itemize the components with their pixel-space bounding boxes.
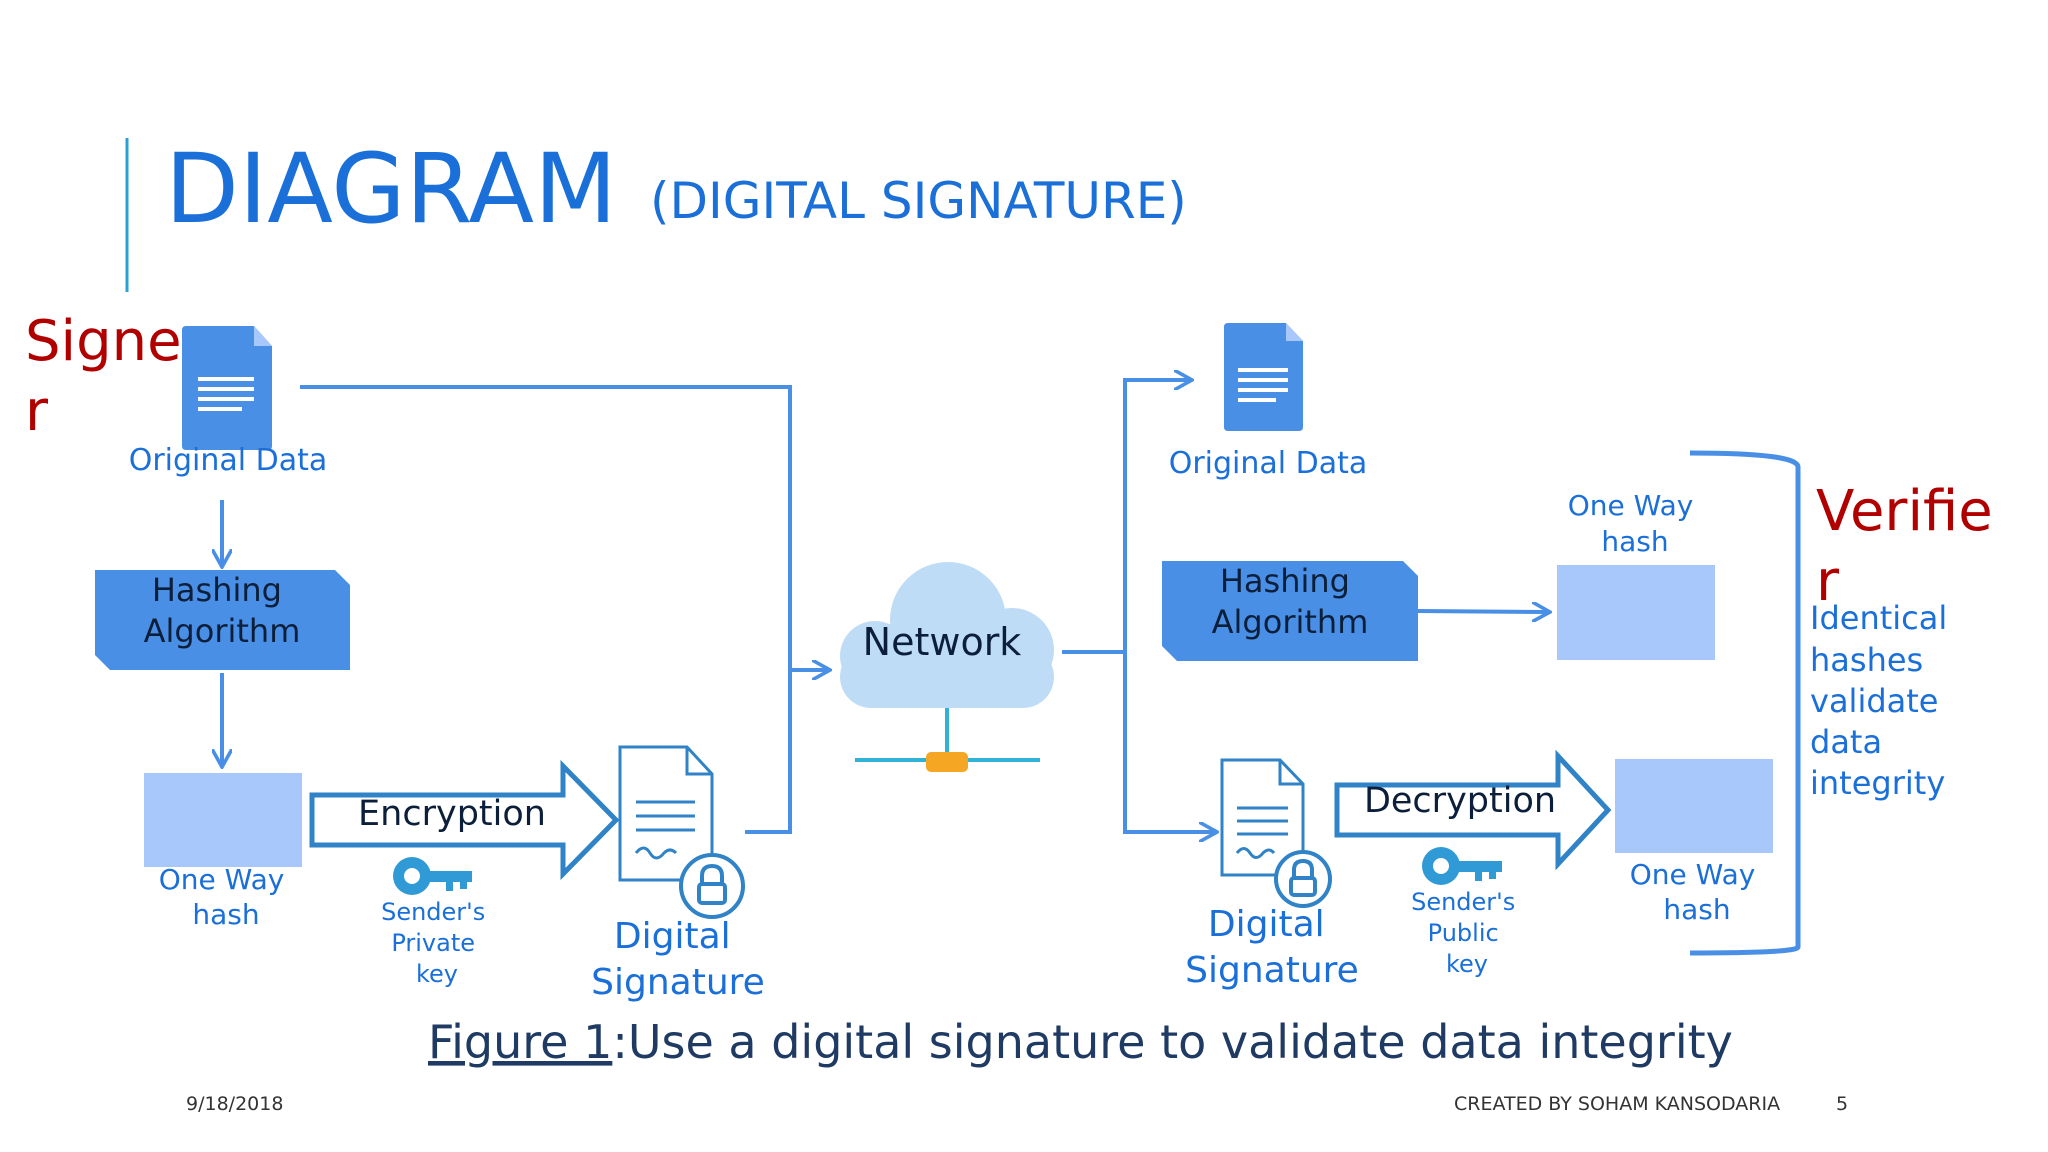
figure-caption: Figure 1:Use a digital signature to vali… [428,1015,1733,1069]
network-cloud-icon [840,562,1054,772]
verifier-original-data-label: Original Data [1169,446,1368,481]
decryption-arrow [1334,749,1612,871]
connector-data-to-network [300,385,828,670]
signer-role-label: Signe r [25,309,199,444]
footer-author: CREATED BY SOHAM KANSODARIA [1454,1093,1780,1115]
slide-subtitle: (DIGITAL SIGNATURE) [650,172,1187,230]
connector-network-to-signature [1123,652,1215,832]
verifier-role-label: Verifie r [1816,479,2011,614]
verifier-hash-bottom-block [1615,759,1773,853]
verifier-hash-top-block [1557,565,1715,660]
footer-page-number: 5 [1836,1093,1848,1115]
signer-document-icon [182,326,272,450]
public-key-label: Sender's Public key [1411,888,1523,978]
verifier-hashing-label: Hashing Algorithm [1212,562,1369,641]
verifier-signature-label: Digital Signature [1185,904,1359,991]
figure-reference: Figure 1 [428,1015,612,1069]
decryption-label: Decryption [1364,781,1556,821]
signer-hashing-label: Hashing Algorithm [144,571,301,650]
verifier-bracket [1689,450,1801,956]
verifier-hash-top-label: One Way hash [1568,489,1702,558]
signer-hash-label: One Way hash [159,863,293,931]
private-key-icon [393,857,472,895]
verifier-note: Identical hashes validate data integrity [1810,599,1957,802]
verifier-hash-bottom-label: One Way hash [1630,858,1764,926]
signer-signature-label: Digital Signature [591,916,765,1003]
figure-caption-text: :Use a digital signature to validate dat… [612,1015,1733,1069]
arrow-hashing-to-hash-verifier [1417,611,1548,612]
signer-signature-icon [618,745,745,919]
public-key-icon [1422,847,1502,885]
verifier-signature-icon [1220,758,1332,908]
slide-title: DIAGRAM [165,133,617,245]
encryption-label: Encryption [358,794,546,834]
signer-hash-block [144,773,302,867]
private-key-label: Sender's Private key [381,898,493,988]
encryption-arrow [309,759,620,881]
verifier-document-icon [1224,323,1303,431]
signer-original-data-label: Original Data [129,443,328,478]
footer-date: 9/18/2018 [186,1093,283,1115]
connector-signature-to-network [745,670,792,834]
verifier-hashing-block [1162,561,1418,661]
signer-hashing-block [95,570,350,670]
network-label: Network [863,620,1022,664]
